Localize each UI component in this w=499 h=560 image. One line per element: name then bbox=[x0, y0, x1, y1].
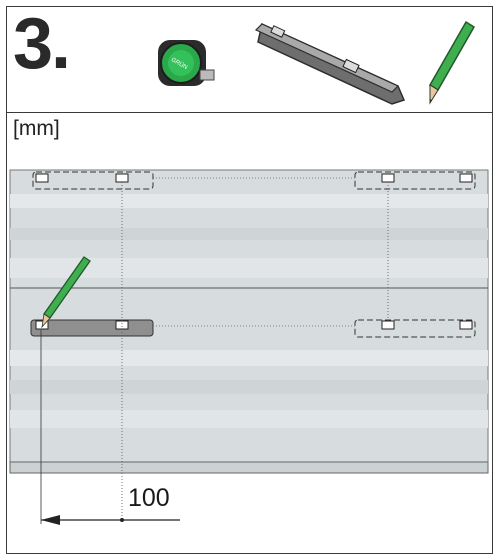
dimension-line bbox=[41, 515, 180, 525]
mounting-rail-icon bbox=[254, 22, 406, 105]
pencil-icon bbox=[428, 20, 476, 105]
marking-pencil-icon bbox=[41, 256, 91, 329]
unit-label: [mm] bbox=[13, 117, 60, 140]
dimension-value: 100 bbox=[128, 484, 170, 512]
cabinet-panel bbox=[9, 169, 489, 474]
step-number: 3. bbox=[13, 4, 71, 84]
bottom-left-rail bbox=[30, 319, 154, 337]
tape-measure-icon: GRÜN bbox=[158, 40, 215, 86]
step-header: 3. bbox=[7, 4, 492, 113]
